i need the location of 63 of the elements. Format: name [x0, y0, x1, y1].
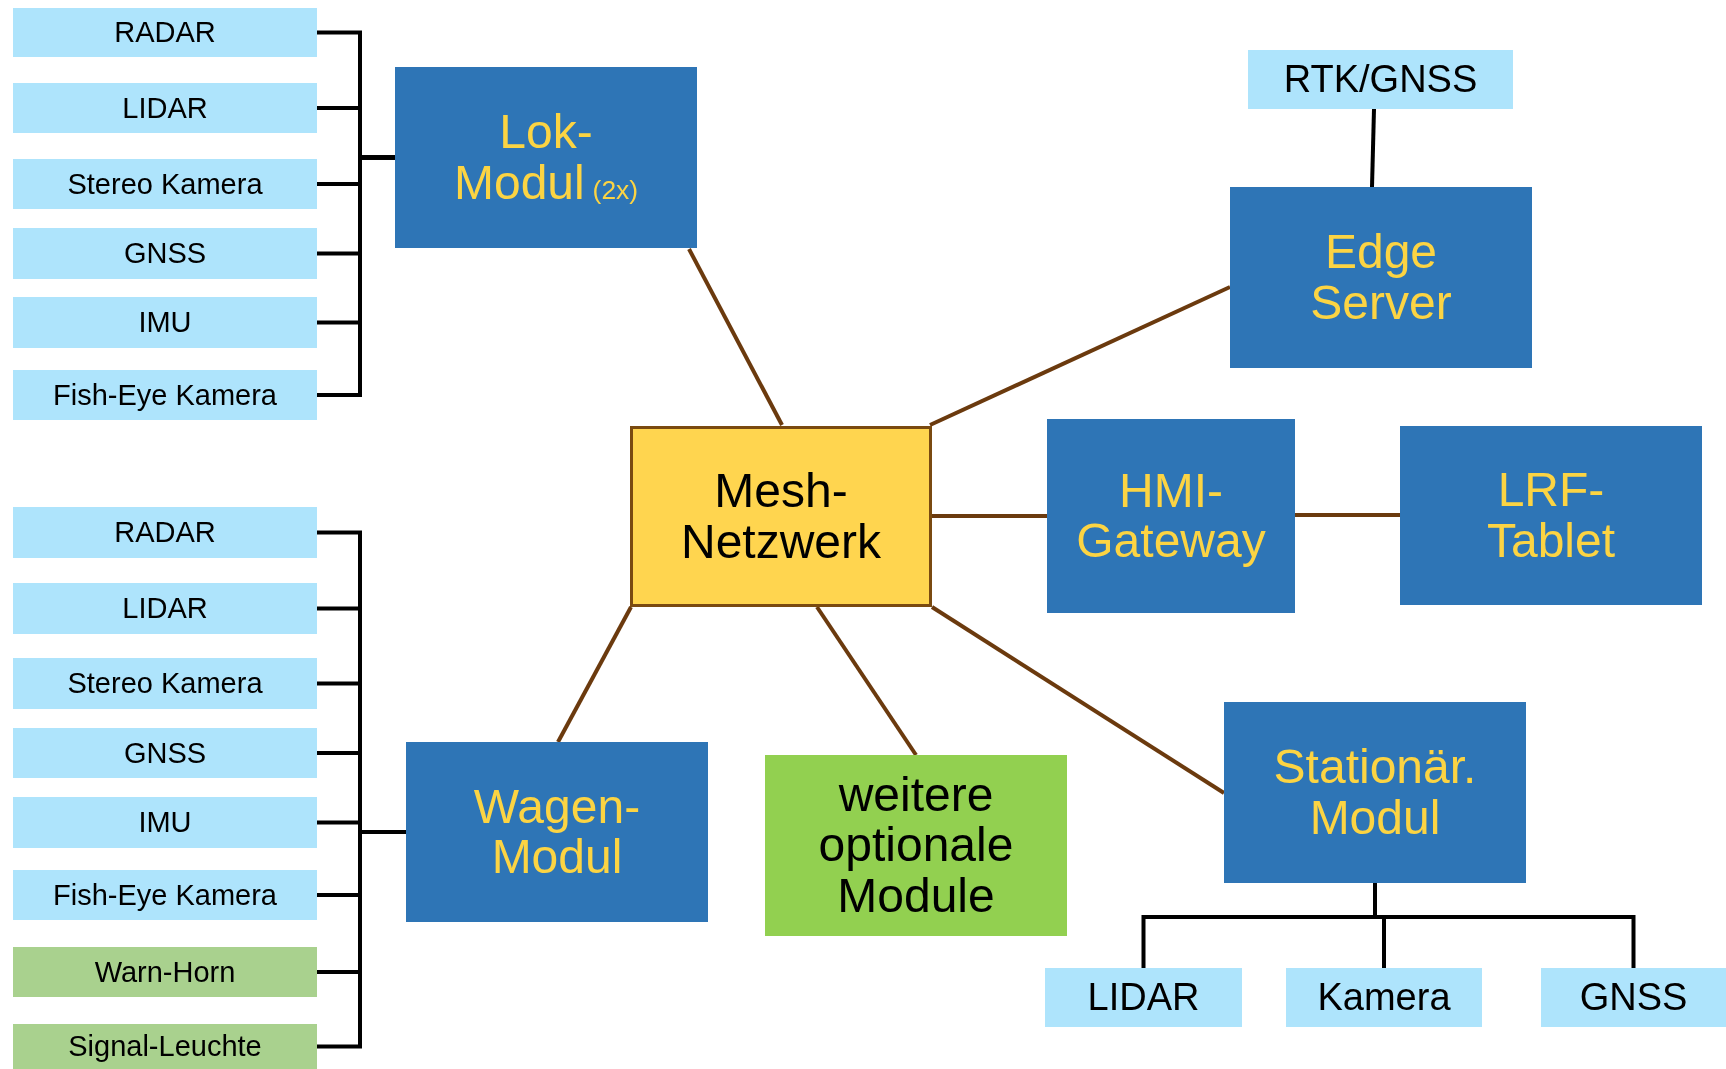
node-label: IMU — [138, 806, 192, 839]
node-label: Kamera — [1317, 975, 1451, 1018]
module-box — [1230, 187, 1532, 368]
node-label: Mesh- Netzwerk — [680, 464, 881, 568]
node-label: LIDAR — [122, 592, 208, 625]
sensor-box — [13, 870, 317, 920]
sensor-box — [13, 658, 317, 709]
node-label: GNSS — [123, 736, 207, 769]
sensor-box — [13, 8, 317, 57]
node-label: RTK/GNSS — [1283, 57, 1478, 100]
node-label: RADAR — [114, 16, 216, 49]
node-label: HMI- Gateway — [1076, 463, 1266, 567]
node-label: Edge Server — [1310, 225, 1452, 329]
sensor-box — [13, 728, 317, 778]
connector-line — [556, 606, 633, 743]
module-box — [1400, 426, 1702, 605]
module-box — [406, 742, 708, 922]
connector-line — [1295, 513, 1400, 517]
node-label: GNSS — [123, 237, 207, 270]
module-box — [1224, 702, 1526, 883]
connector-line — [1373, 883, 1636, 968]
connector-line — [930, 605, 1226, 795]
node-label: IMU — [138, 306, 192, 339]
node-label: Fish-Eye Kamera — [53, 878, 277, 911]
connector-line — [932, 514, 1047, 518]
sensor-box — [1248, 50, 1513, 109]
actuator-box — [13, 947, 317, 997]
sensor-box — [1286, 968, 1482, 1027]
count-label: (2x) — [592, 174, 639, 205]
node-label: LIDAR — [1087, 975, 1200, 1018]
connector-line — [815, 605, 918, 757]
network-box — [630, 426, 932, 607]
sensor-box — [13, 370, 317, 420]
sensor-box — [13, 83, 317, 133]
node-label: Warn-Horn — [94, 955, 236, 988]
node-label: RADAR — [114, 516, 216, 549]
node-label: GNSS — [1579, 975, 1688, 1018]
connector-line — [929, 285, 1231, 427]
actuator-box — [13, 1024, 317, 1069]
connector-line — [687, 248, 784, 426]
sensor-box — [13, 228, 317, 279]
module-box — [395, 67, 697, 248]
sensor-box — [13, 583, 317, 634]
node-label: Signal-Leuchte — [68, 1030, 262, 1063]
node-label: LRF- Tablet — [1486, 463, 1616, 567]
node-label: Lok- Modul — [453, 105, 593, 209]
node-label: Stereo Kamera — [67, 667, 263, 700]
sensor-box — [13, 507, 317, 558]
node-label: LIDAR — [122, 91, 208, 124]
connector-line — [317, 830, 406, 1049]
sensor-box — [13, 297, 317, 348]
node-label: Wagen- Modul — [473, 779, 641, 883]
node-label: Stationär. Modul — [1273, 740, 1477, 844]
sensor-box — [1045, 968, 1242, 1027]
node-label: Stereo Kamera — [67, 167, 263, 200]
node-label: Fish-Eye Kamera — [53, 378, 277, 411]
node-label: weitere optionale Module — [818, 767, 1014, 922]
module-box — [1047, 419, 1295, 613]
sensor-box — [13, 797, 317, 848]
connector-line — [1370, 108, 1376, 188]
sensor-box — [1541, 968, 1726, 1027]
sensor-box — [13, 159, 317, 209]
module-box — [765, 755, 1067, 936]
